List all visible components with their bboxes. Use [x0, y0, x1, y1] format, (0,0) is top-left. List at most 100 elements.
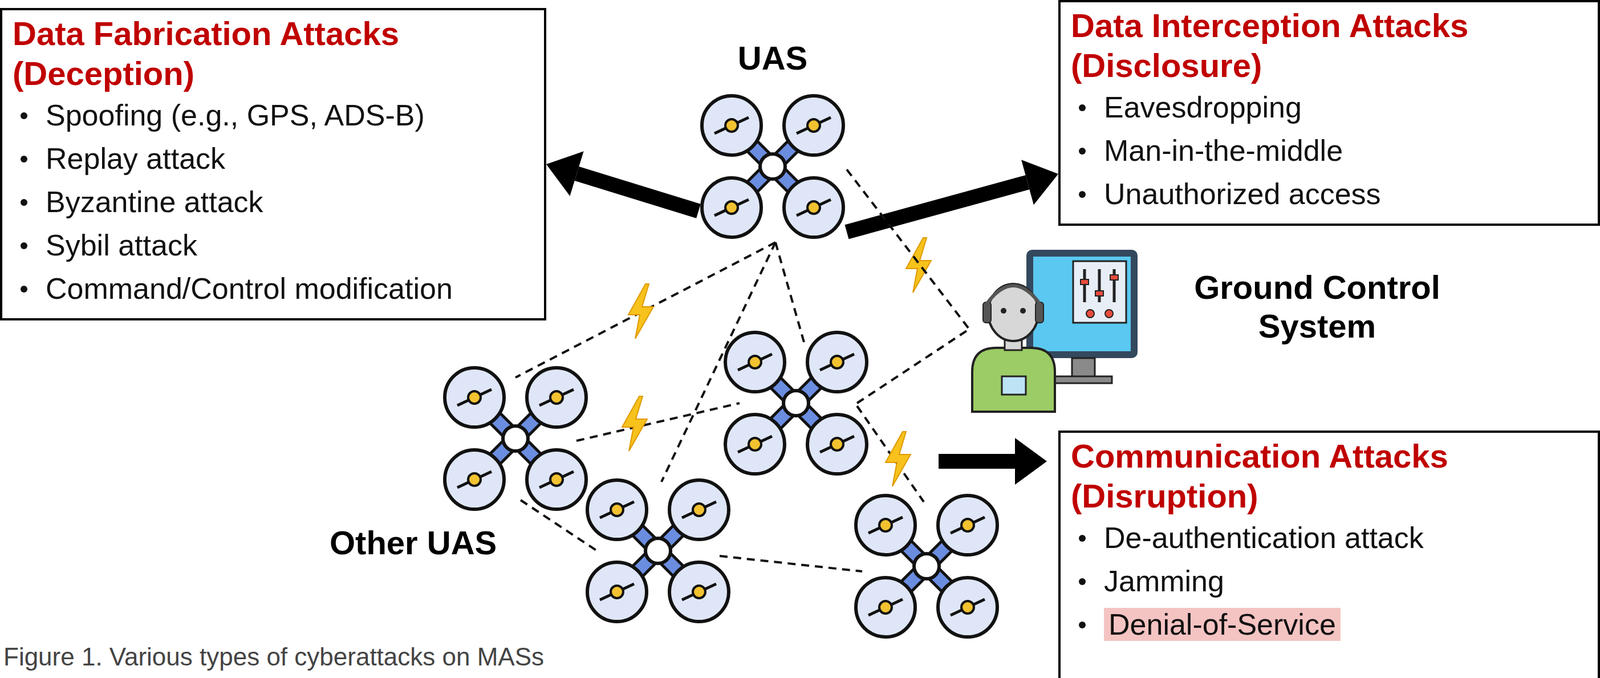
- bullet-text: Eavesdropping: [1103, 90, 1302, 124]
- bullet-item: Byzantine attack: [12, 180, 533, 224]
- bullet-dot: [1078, 104, 1086, 112]
- rotor-hub: [830, 437, 844, 451]
- rotor-hub: [725, 119, 738, 132]
- drone-icon: [701, 95, 844, 238]
- rotor: [669, 480, 729, 540]
- bullet-item: Jamming: [1070, 559, 1587, 603]
- attack-box: Communication Attacks (Disruption)De-aut…: [1058, 430, 1600, 678]
- rotor: [725, 414, 785, 474]
- bullet-text: De-authentication attack: [1103, 521, 1424, 555]
- rotor-hub: [725, 201, 738, 214]
- rotor-hub: [830, 355, 844, 369]
- rotor: [937, 495, 998, 555]
- propeller: [599, 501, 635, 518]
- figure-caption: Figure 1. Various types of cyberattacks …: [3, 642, 544, 672]
- rotor: [701, 177, 762, 238]
- drone-body: [783, 390, 809, 416]
- connector-line: [577, 173, 699, 211]
- bullet-item: Unauthorized access: [1070, 172, 1587, 216]
- rotor-hub: [748, 355, 762, 369]
- bullet-item: Eavesdropping: [1070, 85, 1587, 129]
- attack-arrow: [846, 159, 1059, 233]
- link-lines: [515, 242, 970, 572]
- bullet-item: Spoofing (e.g., GPS, ADS-B): [12, 93, 533, 137]
- attack-arrow: [938, 437, 1047, 485]
- bullet-item: Sybil attack: [12, 223, 533, 267]
- uas-node: UAS: [698, 34, 847, 243]
- propeller: [950, 517, 985, 534]
- propeller: [539, 471, 574, 488]
- drone-body: [914, 553, 940, 579]
- bullet-dot: [1078, 621, 1086, 629]
- rotor-hub: [961, 518, 974, 532]
- uas-label: UAS: [698, 38, 847, 78]
- propeller: [796, 117, 831, 134]
- bullet-text: Byzantine attack: [45, 185, 264, 219]
- rotor-hub: [550, 391, 563, 404]
- group-label: Other UAS: [329, 523, 497, 563]
- bullet-dot: [1078, 191, 1086, 198]
- gcs-label: Ground Control System: [1168, 267, 1466, 346]
- arrow-head: [1021, 159, 1059, 205]
- attack-box: Data Fabrication Attacks (Deception) Spoo…: [0, 7, 547, 321]
- rotor-hub: [961, 600, 974, 614]
- rotor-hub: [692, 503, 706, 517]
- rotor: [444, 449, 505, 510]
- bullet-text: Jamming: [1103, 564, 1225, 598]
- rotor: [587, 480, 647, 540]
- bullet-item: Man-in-the-middle: [1070, 128, 1587, 173]
- link-line: [846, 169, 970, 330]
- drone-icon: [587, 480, 729, 622]
- lightning-bolts: [622, 237, 932, 487]
- rotor: [444, 367, 505, 428]
- rotor-hub: [879, 518, 892, 532]
- rotor-hub: [468, 391, 481, 404]
- bullet-item: Command/Control modification: [12, 266, 533, 311]
- propeller: [714, 199, 749, 216]
- bullet-dot: [20, 112, 28, 120]
- connector-line: [846, 169, 970, 330]
- drone-body: [645, 538, 671, 564]
- rotor-hub: [468, 473, 481, 486]
- rotor: [669, 562, 729, 622]
- rotor: [855, 577, 916, 637]
- attack-box: Data Interception Attacks (Disclosure)Ea…: [1058, 0, 1600, 226]
- rotor: [855, 495, 916, 555]
- rotor-hub: [748, 437, 762, 451]
- propeller: [950, 599, 985, 616]
- rotor: [725, 332, 785, 392]
- rotor: [526, 449, 587, 510]
- rotor: [784, 177, 844, 238]
- bullet-dot: [20, 285, 28, 293]
- bullet-text: Denial-of-Service: [1103, 607, 1341, 641]
- bullet-dot: [1078, 534, 1086, 542]
- drone-body: [760, 153, 786, 180]
- rotor-hub: [879, 600, 892, 614]
- attack-arrow: [546, 151, 699, 211]
- rotor-hub: [550, 473, 563, 486]
- rotor-hub: [807, 201, 820, 214]
- ground-control-node: Ground Control System: [969, 245, 1472, 414]
- ground-control-icon: [972, 249, 1138, 412]
- bullet-text: Spoofing (e.g., GPS, ADS-B): [45, 98, 425, 132]
- propeller: [796, 199, 831, 216]
- propeller: [868, 517, 903, 534]
- bullet-text: Command/Control modification: [45, 271, 453, 306]
- propeller: [819, 354, 855, 371]
- bullet-text: Man-in-the-middle: [1103, 133, 1343, 168]
- rotor-hub: [692, 585, 706, 599]
- bullet-item: Replay attack: [12, 136, 533, 181]
- drone-icon: [855, 495, 998, 637]
- bullet-dot: [1078, 147, 1086, 155]
- propeller: [714, 117, 749, 134]
- connector-line: [846, 182, 1028, 233]
- bullet-dot: [1078, 578, 1086, 586]
- arrow-head: [546, 151, 584, 196]
- propeller: [868, 599, 903, 616]
- box-heading: Data Fabrication Attacks (Deception): [12, 13, 533, 94]
- rotor: [587, 562, 647, 622]
- rotor: [937, 577, 998, 637]
- rotor: [526, 367, 587, 428]
- propeller: [539, 389, 574, 406]
